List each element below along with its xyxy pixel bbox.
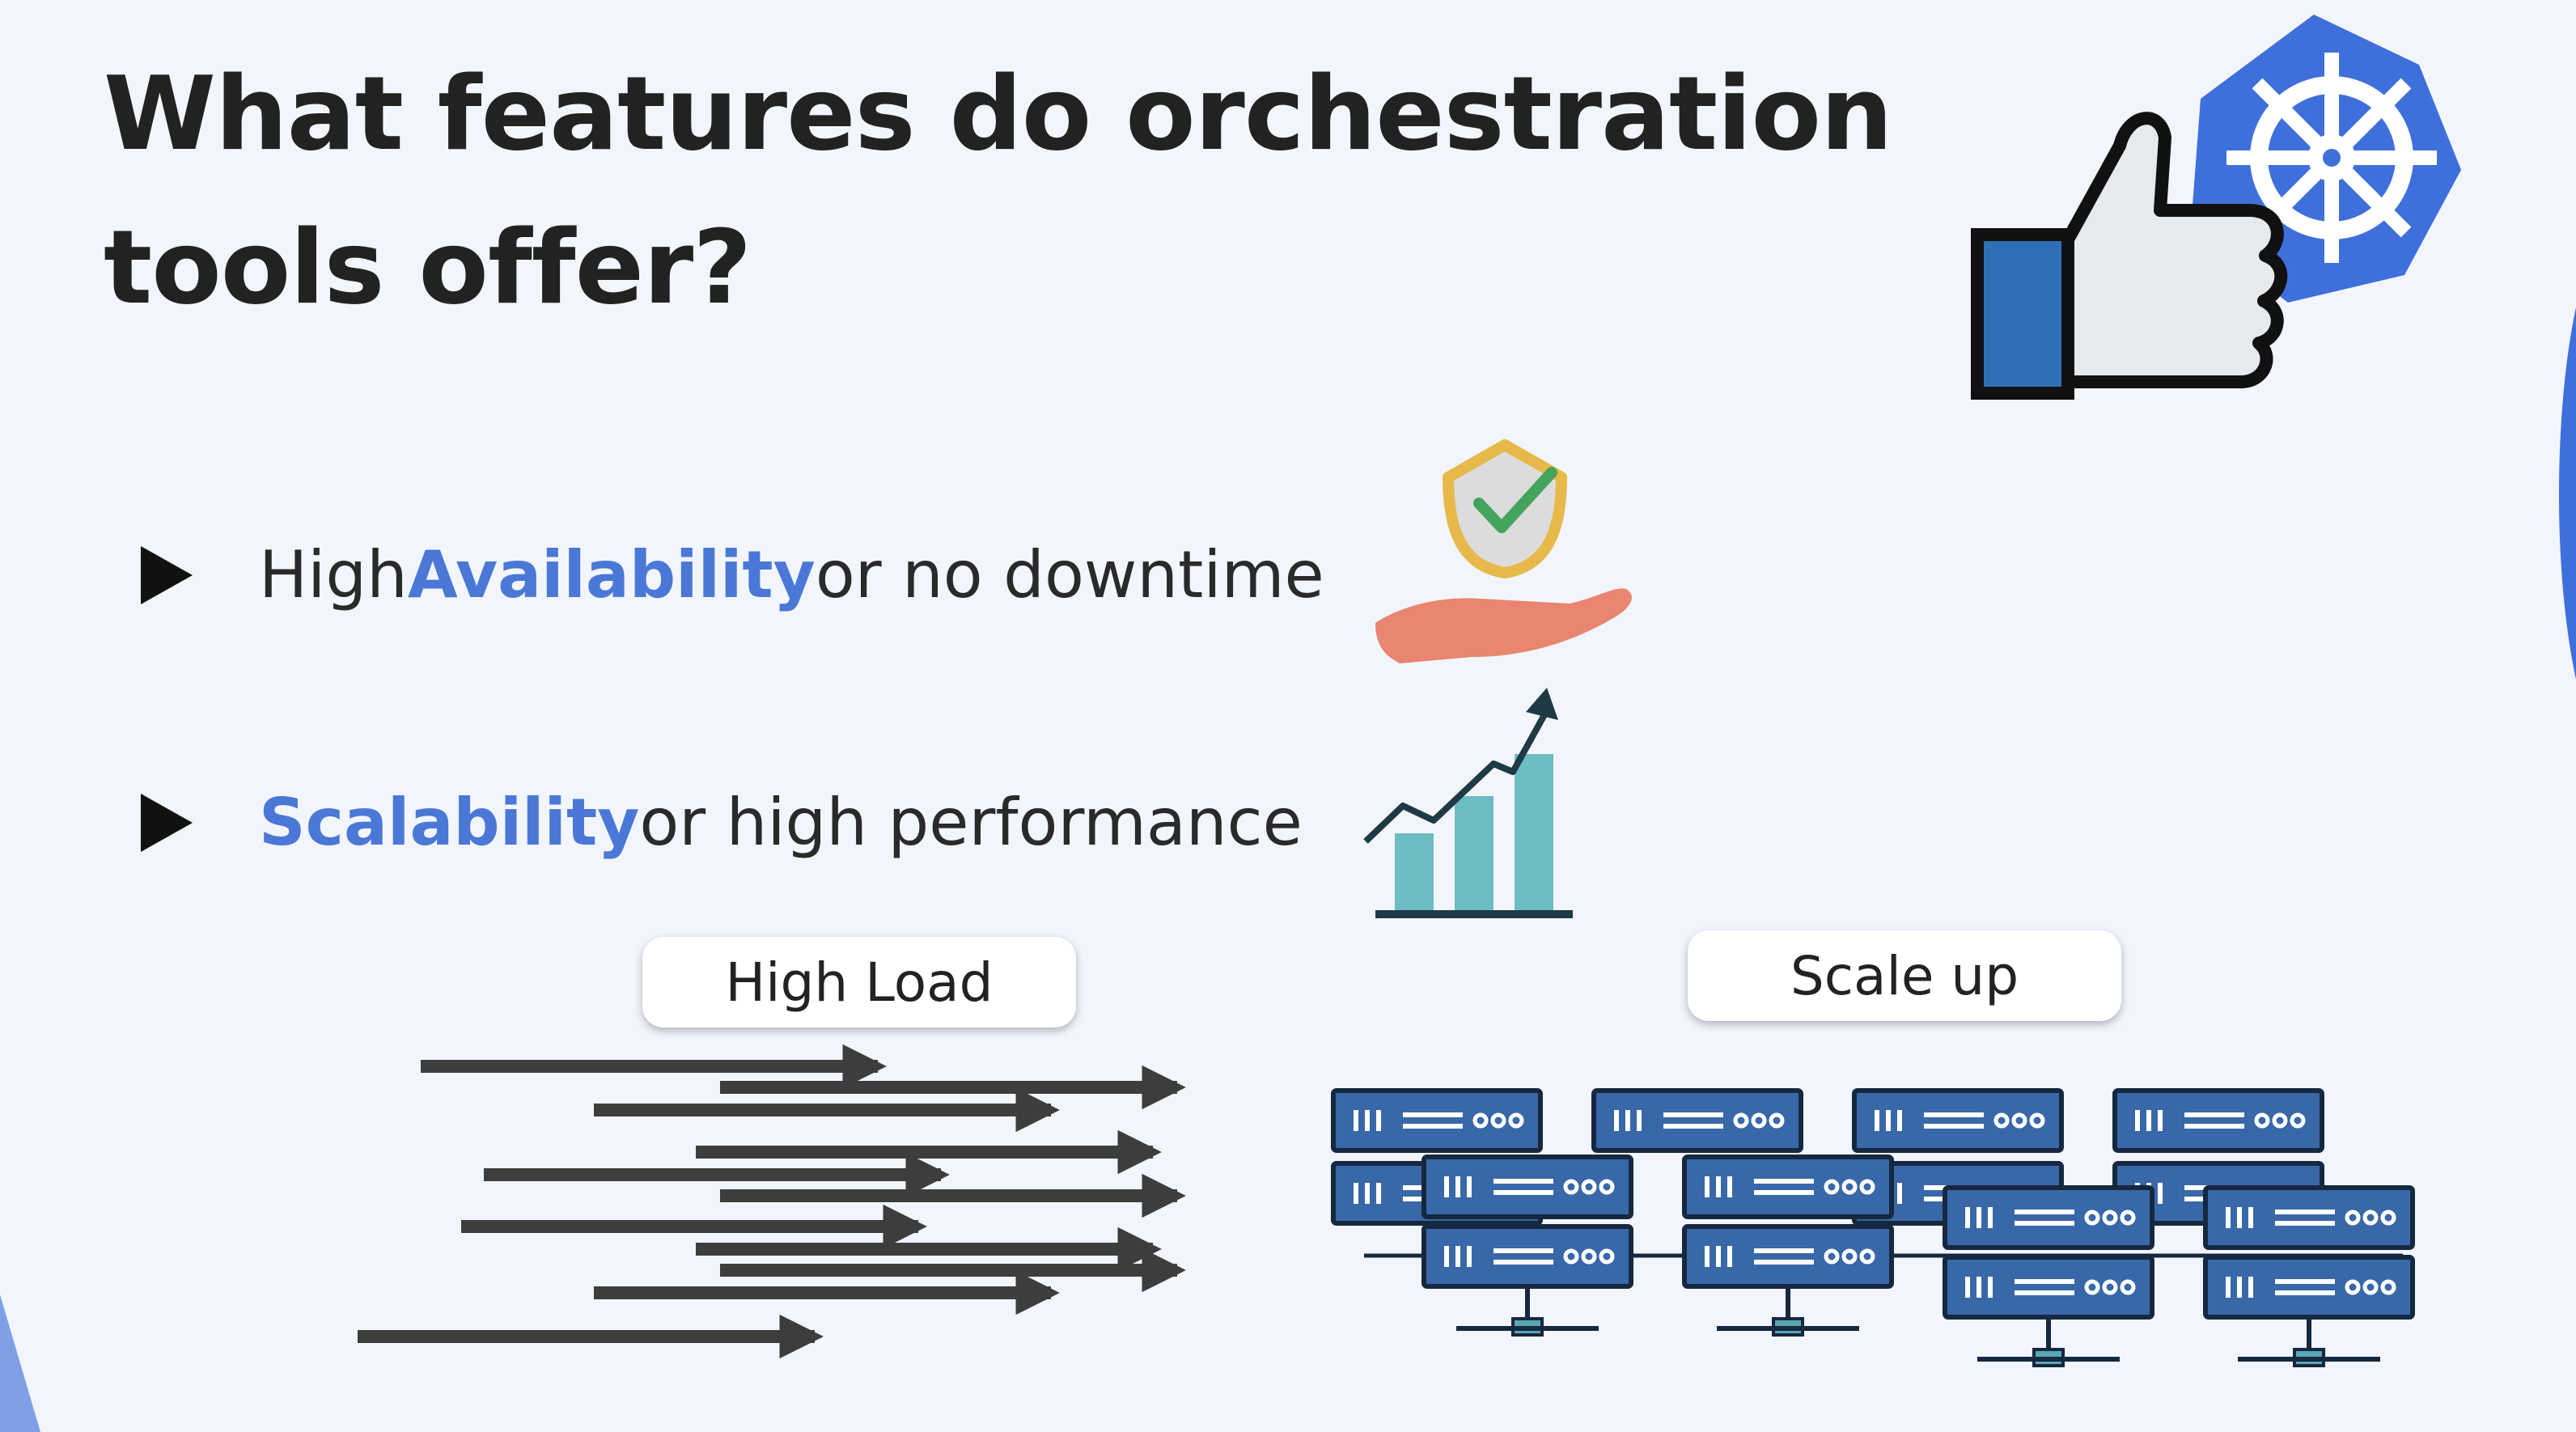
corner-decoration-right: [2558, 307, 2576, 680]
bullet-availability: High Availability or no downtime: [141, 537, 1324, 612]
arrows-icon: [358, 1044, 1186, 1359]
slide-title: What features do orchestration tools off…: [104, 37, 1893, 345]
scale-up-text: Scale up: [1790, 944, 2019, 1007]
server-rack-icon: [1319, 1076, 2451, 1375]
high-load-text: High Load: [725, 951, 994, 1014]
growth-chart-icon: [1363, 688, 1573, 918]
bullet-highlight-availability: Availability: [407, 537, 816, 612]
bullet-arrow-icon: [141, 545, 193, 604]
scale-up-label: Scale up: [1688, 930, 2121, 1021]
bullet-arrow-icon: [141, 793, 193, 852]
shield-hand-icon: [1375, 439, 1632, 663]
bullet-text-before: High: [259, 537, 408, 612]
bullet-text-after: or high performance: [639, 785, 1303, 860]
high-load-label: High Load: [642, 937, 1076, 1027]
title-line-2: tools offer?: [104, 208, 752, 327]
thumbs-up-icon: [1971, 112, 2288, 400]
bullet-highlight-scalability: Scalability: [259, 785, 640, 860]
corner-decoration-bottom-left: [0, 1294, 40, 1432]
bullet-text-after: or no downtime: [815, 537, 1324, 612]
title-line-1: What features do orchestration: [104, 54, 1893, 173]
bullet-scalability: Scalability or high performance: [141, 785, 1303, 860]
